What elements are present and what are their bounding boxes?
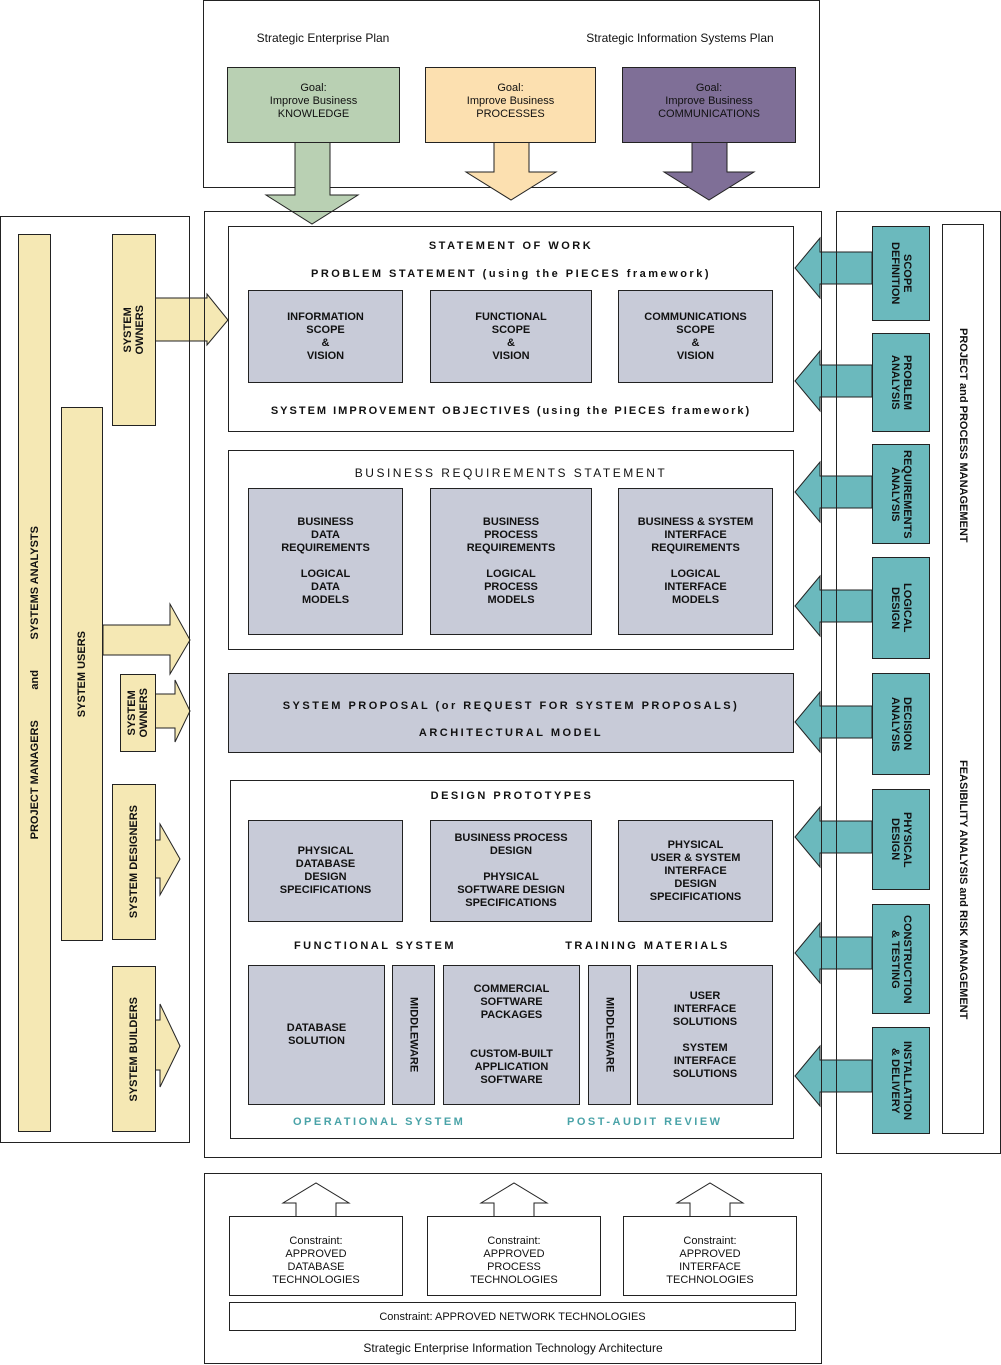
phase-decision-analysis: DECISION ANALYSIS xyxy=(872,673,930,775)
constraint-database: Constraint: APPROVED DATABASE TECHNOLOGI… xyxy=(229,1216,403,1296)
sow-title: STATEMENT OF WORK xyxy=(428,240,594,252)
system-designers-label: SYSTEM DESIGNERS xyxy=(128,805,140,919)
middleware-box-1: MIDDLEWARE xyxy=(392,965,435,1105)
system-builders-label: SYSTEM BUILDERS xyxy=(128,996,140,1102)
phase-arrow-2 xyxy=(794,349,873,413)
interface-design-box: PHYSICAL USER & SYSTEM INTERFACE DESIGN … xyxy=(618,820,773,922)
phase-label-7: CONSTRUCTION & TESTING xyxy=(889,914,913,1004)
phase-physical-design: PHYSICAL DESIGN xyxy=(872,789,930,890)
phase-label-8: INSTALLATION & DELIVERY xyxy=(889,1040,913,1121)
phase-arrow-3 xyxy=(794,460,873,524)
pm-analysts-bar: PROJECT MANAGERS and SYSTEMS ANALYSTS xyxy=(18,234,51,1132)
constraint-arrow-process xyxy=(479,1182,549,1219)
system-proposal-box xyxy=(228,673,794,753)
process-requirements-box: BUSINESS PROCESS REQUIREMENTS LOGICAL PR… xyxy=(430,488,592,635)
system-users-label: SYSTEM USERS xyxy=(76,630,88,718)
design-prototypes-title: DESIGN PROTOTYPES xyxy=(430,790,594,802)
phase-label-3: REQUIREMENTS ANALYSIS xyxy=(889,449,913,539)
middleware-label-2: MIDDLEWARE xyxy=(603,997,616,1073)
system-users-bar: SYSTEM USERS xyxy=(61,407,103,941)
problem-statement: PROBLEM STATEMENT (using the PIECES fram… xyxy=(310,268,711,280)
training-materials-label: TRAINING MATERIALS xyxy=(565,940,730,952)
phase-installation-delivery: INSTALLATION & DELIVERY xyxy=(872,1027,930,1134)
system-owners-top-box: SYSTEM OWNERS xyxy=(112,234,156,426)
risk-text-wrap: FEASIBILITY ANALYSIS and RISK MANAGEMENT xyxy=(943,645,983,1135)
phase-arrow-6 xyxy=(794,805,873,869)
data-requirements-box: BUSINESS DATA REQUIREMENTS LOGICAL DATA … xyxy=(248,488,403,635)
strategic-is-plan-label: Strategic Information Systems Plan xyxy=(586,31,774,45)
phase-label-1: SCOPE DEFINITION xyxy=(889,242,913,305)
phase-logical-design: LOGICAL DESIGN xyxy=(872,557,930,659)
constraint-interface: Constraint: APPROVED INTERFACE TECHNOLOG… xyxy=(623,1216,797,1296)
constraint-arrow-interface xyxy=(675,1182,745,1219)
phase-label-6: PHYSICAL DESIGN xyxy=(889,811,913,868)
system-owners-mid-box: SYSTEM OWNERS xyxy=(120,674,156,752)
phase-arrow-7 xyxy=(794,921,873,985)
constraint-process: Constraint: APPROVED PROCESS TECHNOLOGIE… xyxy=(427,1216,601,1296)
owners-arrow-mid xyxy=(154,679,191,743)
left-roles-frame xyxy=(0,216,190,1143)
pm-text-wrap: PROJECT and PROCESS MANAGEMENT xyxy=(943,225,983,645)
middleware-box-2: MIDDLEWARE xyxy=(588,965,631,1105)
improvement-objectives: SYSTEM IMPROVEMENT OBJECTIVES (using the… xyxy=(270,405,752,417)
goal-arrow-knowledge xyxy=(264,141,360,225)
database-solution-box: DATABASE SOLUTION xyxy=(248,965,385,1105)
phase-arrow-8 xyxy=(794,1044,873,1108)
architecture-caption: Strategic Enterprise Information Technol… xyxy=(363,1341,663,1355)
database-design-box: PHYSICAL DATABASE DESIGN SPECIFICATIONS xyxy=(248,820,403,922)
functional-scope-box: FUNCTIONAL SCOPE & VISION xyxy=(430,290,592,383)
constraint-arrow-database xyxy=(281,1182,351,1219)
functional-system-label: FUNCTIONAL SYSTEM xyxy=(293,940,457,952)
feasibility-risk-label: FEASIBILITY ANALYSIS and RISK MANAGEMENT xyxy=(957,760,969,1020)
communications-scope-box: COMMUNICATIONS SCOPE & VISION xyxy=(618,290,773,383)
phase-arrow-1 xyxy=(794,236,873,300)
pm-analysts-label: PROJECT MANAGERS and SYSTEMS ANALYSTS xyxy=(28,526,41,840)
phase-label-2: PROBLEM ANALYSIS xyxy=(889,355,913,410)
operational-system-label: OPERATIONAL SYSTEM xyxy=(293,1116,466,1128)
phase-label-5: DECISION ANALYSIS xyxy=(889,696,913,752)
owners-arrow-top xyxy=(154,292,229,347)
phase-label-4: LOGICAL DESIGN xyxy=(889,583,913,633)
goal-processes: Goal: Improve Business PROCESSES xyxy=(425,67,596,143)
system-builders-box: SYSTEM BUILDERS xyxy=(112,966,156,1132)
project-process-management-label: PROJECT and PROCESS MANAGEMENT xyxy=(957,327,969,543)
information-scope-box: INFORMATION SCOPE & VISION xyxy=(248,290,403,383)
middleware-label-1: MIDDLEWARE xyxy=(407,997,420,1073)
goal-arrow-communications xyxy=(662,141,756,201)
post-audit-review-label: POST-AUDIT REVIEW xyxy=(567,1116,723,1128)
goal-knowledge: Goal: Improve Business KNOWLEDGE xyxy=(227,67,400,143)
goal-communications: Goal: Improve Business COMMUNICATIONS xyxy=(622,67,796,143)
phase-arrow-5 xyxy=(794,690,873,754)
brs-title: BUSINESS REQUIREMENTS STATEMENT xyxy=(354,466,668,480)
system-owners-mid-label: SYSTEM OWNERS xyxy=(126,688,150,738)
interface-requirements-box: BUSINESS & SYSTEM INTERFACE REQUIREMENTS… xyxy=(618,488,773,635)
phase-problem-analysis: PROBLEM ANALYSIS xyxy=(872,333,930,432)
phase-construction-testing: CONSTRUCTION & TESTING xyxy=(872,904,930,1014)
users-arrow xyxy=(102,602,191,676)
architecture-frame xyxy=(204,1173,822,1364)
system-owners-top-label: SYSTEM OWNERS xyxy=(122,305,146,355)
phase-arrow-4 xyxy=(794,574,873,638)
main-frame xyxy=(204,211,822,1158)
phase-requirements-analysis: REQUIREMENTS ANALYSIS xyxy=(872,444,930,544)
strategic-enterprise-plan-label: Strategic Enterprise Plan xyxy=(256,31,390,45)
software-design-box: BUSINESS PROCESS DESIGN PHYSICAL SOFTWAR… xyxy=(430,820,592,922)
system-designers-box: SYSTEM DESIGNERS xyxy=(112,784,156,940)
interface-solutions-box: USER INTERFACE SOLUTIONS SYSTEM INTERFAC… xyxy=(637,965,773,1105)
phase-scope-definition: SCOPE DEFINITION xyxy=(872,226,930,321)
architectural-model: ARCHITECTURAL MODEL xyxy=(418,727,604,739)
goal-arrow-processes xyxy=(464,141,558,201)
software-packages-box: COMMERCIAL SOFTWARE PACKAGES CUSTOM-BUIL… xyxy=(443,965,580,1105)
management-bar: PROJECT and PROCESS MANAGEMENT FEASIBILI… xyxy=(942,224,984,1134)
constraint-network: Constraint: APPROVED NETWORK TECHNOLOGIE… xyxy=(229,1302,796,1331)
system-proposal-title: SYSTEM PROPOSAL (or REQUEST FOR SYSTEM P… xyxy=(282,700,740,712)
